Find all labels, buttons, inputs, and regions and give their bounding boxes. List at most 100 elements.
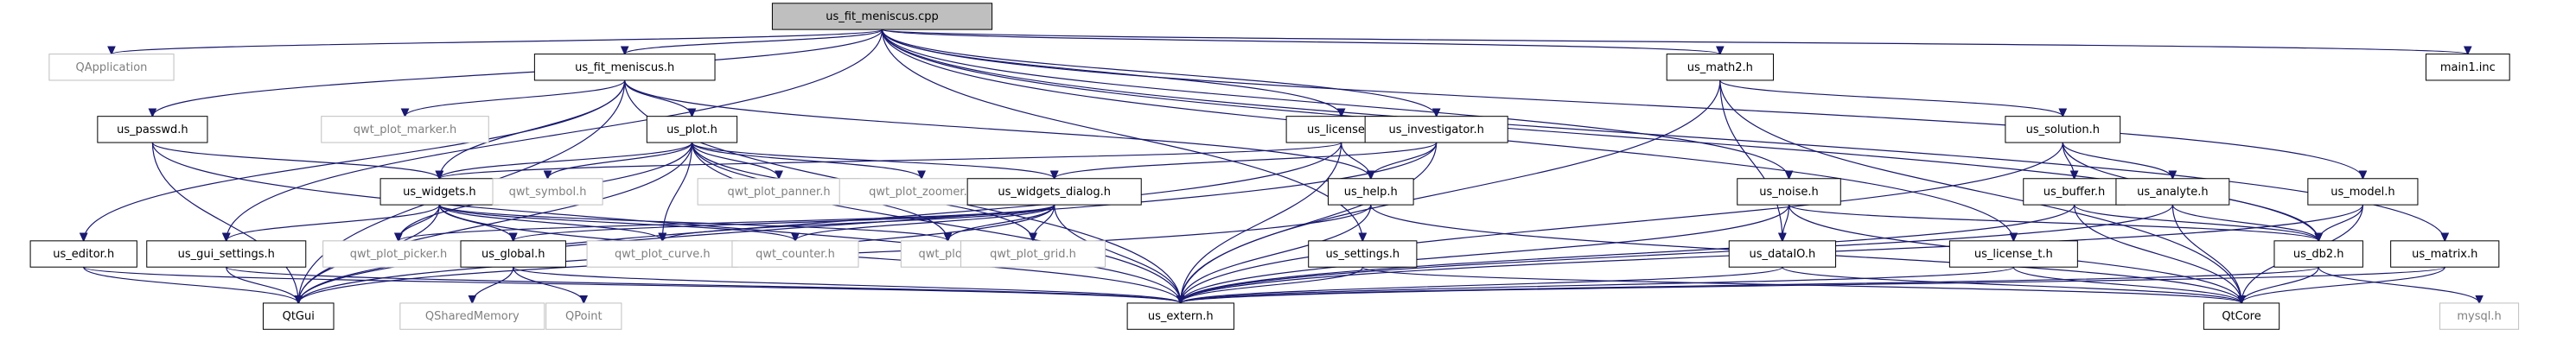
node-us-solution-h[interactable]: us_solution.h [2005, 116, 2121, 143]
node-box [1666, 54, 1774, 81]
node-box [1948, 240, 2078, 268]
node-label: qwt_plot_zoomer.h [869, 186, 974, 199]
node-QSharedMemory: QSharedMemory [399, 302, 545, 330]
node-us-model-h[interactable]: us_model.h [2307, 178, 2419, 206]
node-qwt-plot-grid-h: qwt_plot_grid.h [960, 240, 1106, 268]
node-label: us_db2.h [2293, 248, 2344, 261]
node-label: us_settings.h [1325, 248, 1400, 261]
edge-us_noise_h-to-us_db2_h [1788, 204, 2318, 241]
node-us-widgets-dialog-h[interactable]: us_widgets_dialog.h [966, 178, 1142, 206]
edge-us_global_h-to-QPoint [513, 267, 584, 303]
node-label: qwt_plot_grid.h [990, 248, 1076, 261]
node-us-buffer-h[interactable]: us_buffer.h [2023, 178, 2126, 206]
node-us-matrix-h[interactable]: us_matrix.h [2390, 240, 2500, 268]
node-box [29, 240, 137, 268]
edge-us_matrix_h-to-us_extern_h [1181, 266, 2445, 303]
node-us-editor-h[interactable]: us_editor.h [29, 240, 137, 268]
node-label: us_noise.h [1759, 186, 1818, 199]
node-QtCore[interactable]: QtCore [2203, 302, 2280, 330]
node-us-analyte-h[interactable]: us_analyte.h [2115, 178, 2230, 206]
node-box [2425, 54, 2510, 81]
node-label: us_extern.h [1148, 310, 1214, 323]
node-box [2115, 178, 2230, 206]
node-label: us_passwd.h [117, 124, 188, 136]
edge-us_widgets_h-to-qwt_counter_h [438, 204, 795, 241]
edge-us_math2_h-to-us_solution_h [1719, 79, 2063, 117]
edge-us_analyte_h-to-us_extern_h [1181, 204, 2173, 303]
node-us-help-h[interactable]: us_help.h [1327, 178, 1414, 206]
node-box [1364, 116, 1508, 143]
edge-us_solution_h-to-us_analyte_h [2062, 142, 2172, 179]
edge-us_widgets_dialog_h-to-us_extern_h [1054, 205, 1181, 303]
node-us-extern-h[interactable]: us_extern.h [1126, 302, 1234, 330]
node-box [1728, 240, 1837, 268]
node-us-gui-settings-h[interactable]: us_gui_settings.h [146, 240, 307, 268]
edge-us_dataIO_h-to-us_extern_h [1181, 266, 1783, 303]
node-box [2005, 116, 2121, 143]
node-label: us_widgets.h [403, 186, 476, 199]
edge-us_license_h-to-us_extern_h [1181, 143, 1342, 303]
edge-us_widgets_h-to-us_gui_settings_h [226, 204, 440, 241]
edge-us_passwd_h-to-QtGui [151, 143, 298, 303]
edge-us_editor_h-to-QtGui [83, 266, 298, 303]
edge-us_help_h-to-us_extern_h [1181, 205, 1372, 303]
edge-us_fit_meniscus_h-to-us_help_h [624, 79, 1371, 179]
node-us-db2-h[interactable]: us_db2.h [2273, 240, 2363, 268]
node-box [646, 116, 738, 143]
edge-us_math2_h-to-us_dataIO_h [1719, 79, 1782, 241]
node-box [771, 3, 993, 30]
node-us-plot-h[interactable]: us_plot.h [646, 116, 738, 143]
node-label: us_widgets_dialog.h [998, 186, 1111, 199]
node-box [2390, 240, 2500, 268]
node-qwt-plot-marker-h: qwt_plot_marker.h [321, 116, 489, 143]
edge-us_gui_settings_h-to-us_extern_h [226, 266, 1181, 303]
node-box [262, 302, 335, 330]
node-QtGui[interactable]: QtGui [262, 302, 335, 330]
edge-us_fit_meniscus_cpp-to-us_fit_meniscus_h [625, 29, 883, 54]
node-us-fit-meniscus-h[interactable]: us_fit_meniscus.h [533, 54, 716, 81]
node-label: us_plot.h [666, 124, 717, 136]
node-us-passwd-h[interactable]: us_passwd.h [97, 116, 208, 143]
edge-us_license_h-to-us_help_h [1341, 142, 1371, 179]
node-label: us_fit_meniscus.cpp [826, 10, 939, 23]
node-us-noise-h[interactable]: us_noise.h [1737, 178, 1841, 206]
node-label: us_dataIO.h [1750, 248, 1816, 261]
edge-us_fit_meniscus_cpp-to-us_noise_h [881, 29, 1789, 179]
edge-us_fit_meniscus_h-to-us_editor_h [84, 79, 626, 241]
node-main1-inc[interactable]: main1.inc [2425, 54, 2510, 81]
node-box [379, 178, 500, 206]
node-us-global-h[interactable]: us_global.h [460, 240, 566, 268]
node-label: main1.inc [2440, 61, 2496, 74]
node-us-license-t-h[interactable]: us_license_t.h [1948, 240, 2078, 268]
node-label: qwt_counter.h [756, 248, 835, 261]
node-us-widgets-h[interactable]: us_widgets.h [379, 178, 500, 206]
node-us-investigator-h[interactable]: us_investigator.h [1364, 116, 1508, 143]
node-label: QtGui [283, 310, 315, 323]
node-us-settings-h[interactable]: us_settings.h [1308, 240, 1418, 268]
edge-us_passwd_h-to-us_widgets_h [151, 142, 439, 179]
node-box [966, 178, 1142, 206]
edge-us_math2_h-to-us_extern_h [1181, 79, 1721, 303]
node-label: us_help.h [1344, 186, 1398, 199]
node-box [545, 302, 622, 330]
edge-us_license_h-to-us_widgets_h [439, 142, 1342, 179]
node-us-math2-h[interactable]: us_math2.h [1666, 54, 1774, 81]
node-label: us_analyte.h [2137, 186, 2208, 199]
node-us-dataIO-h[interactable]: us_dataIO.h [1728, 240, 1837, 268]
edge-us_math2_h-to-QtCore [1719, 79, 2241, 303]
edge-us_solution_h-to-us_extern_h [1181, 143, 2063, 303]
node-box [322, 240, 475, 268]
node-box [731, 240, 859, 268]
node-box [321, 116, 489, 143]
edge-us_model_h-to-us_db2_h [2318, 205, 2364, 241]
node-us-fit-meniscus-cpp[interactable]: us_fit_meniscus.cpp [771, 3, 993, 30]
edge-us_fit_meniscus_cpp-to-QApplication [112, 29, 883, 54]
edge-us_fit_meniscus_cpp-to-main1_inc [881, 29, 2468, 54]
node-box [1327, 178, 1414, 206]
node-box [960, 240, 1106, 268]
edge-us_license_t_h-to-us_extern_h [1181, 266, 2014, 303]
edge-us_widgets_dialog_h-to-qwt_plot_grid_h [1033, 205, 1055, 241]
node-label: us_editor.h [53, 248, 114, 261]
node-qwt-plot-curve-h: qwt_plot_curve.h [586, 240, 739, 268]
edge-us_analyte_h-to-QtCore [2171, 205, 2241, 303]
